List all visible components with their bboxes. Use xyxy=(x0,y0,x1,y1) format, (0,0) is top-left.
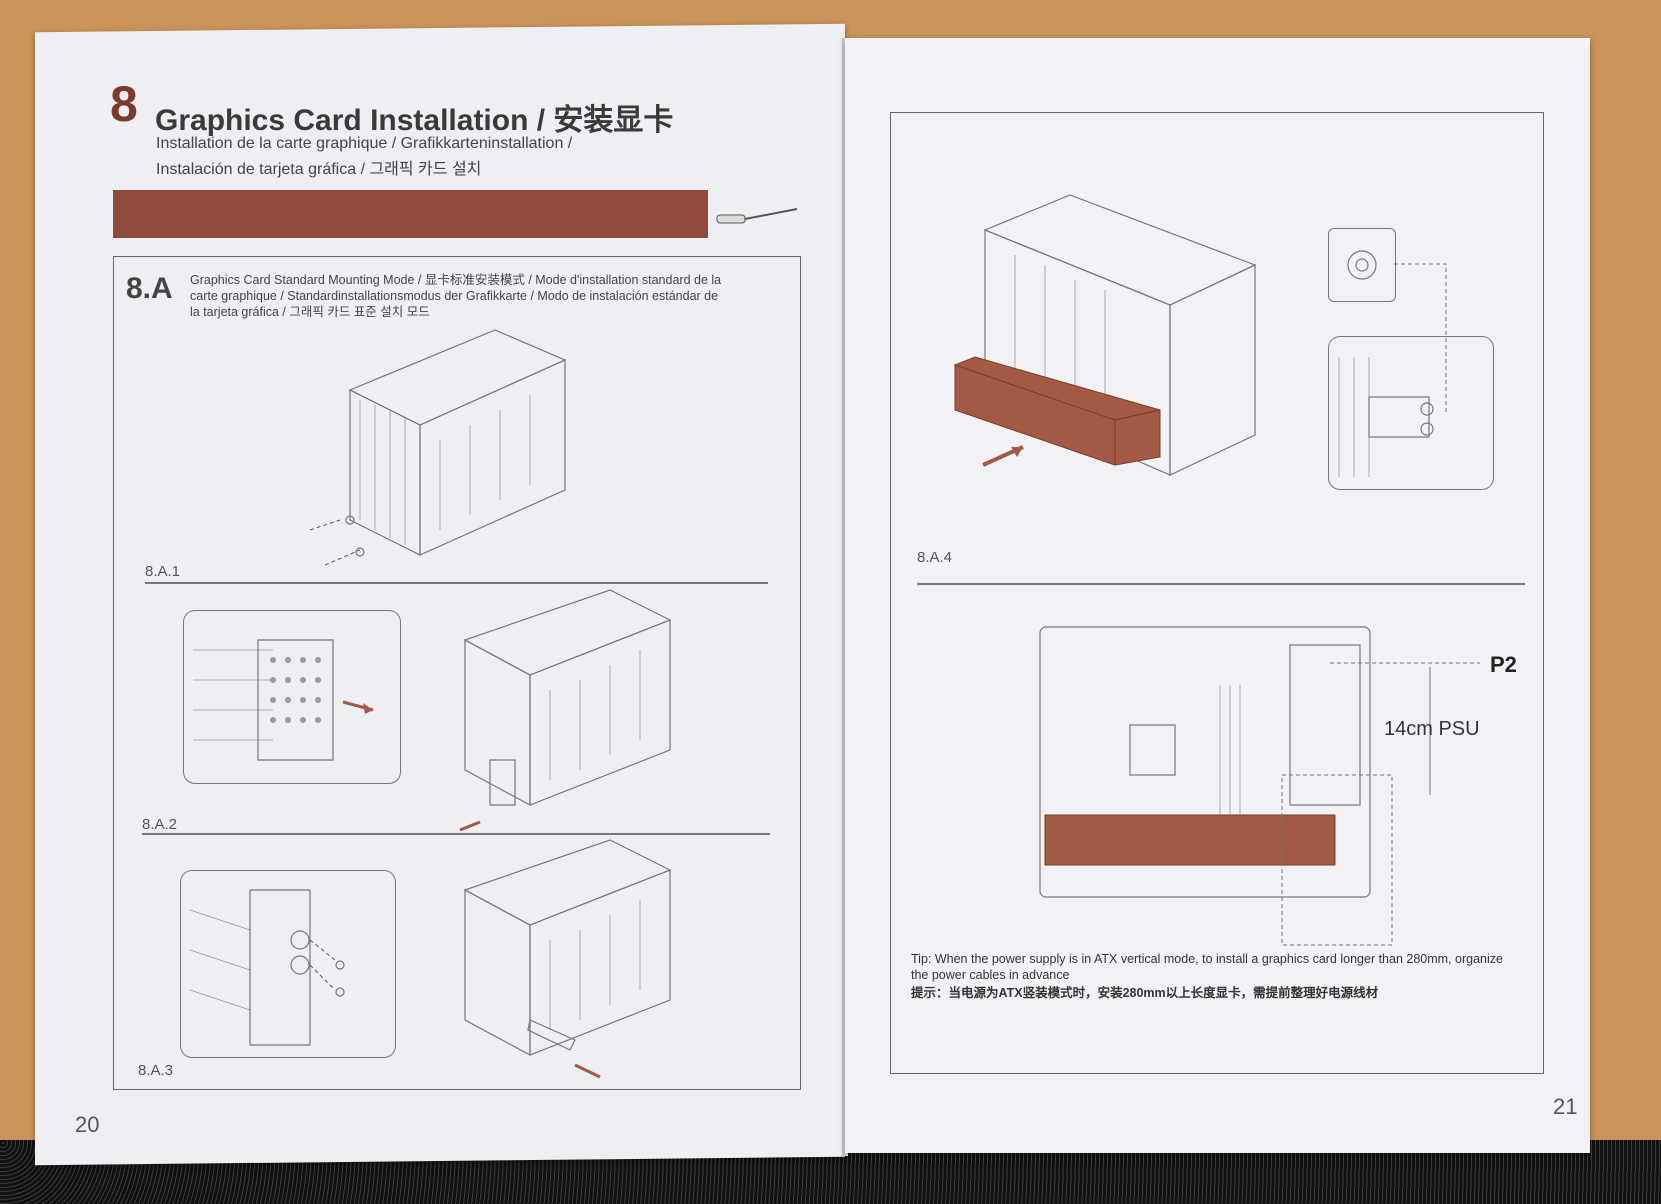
section-number: 8 xyxy=(110,76,138,132)
screw-icon xyxy=(355,547,365,557)
label-p2: P2 xyxy=(1490,652,1517,677)
label-psu-size: 14cm PSU xyxy=(1384,718,1480,740)
case-illustration-step1 xyxy=(309,329,567,566)
screw-icon xyxy=(335,987,345,997)
right-page xyxy=(845,38,1590,1153)
step-label-1: 8.A.1 xyxy=(145,563,181,580)
subsection-desc-2: carte graphique / Standardinstallationsm… xyxy=(190,289,719,303)
divider xyxy=(145,582,768,584)
subtitle-line2: Instalación de tarjeta gráfica / 그래픽 카드 … xyxy=(156,161,482,178)
page-number-left: 20 xyxy=(75,1112,100,1137)
thumbscrew-icon xyxy=(290,930,310,950)
psu-layout-diagram xyxy=(1039,626,1480,946)
screw-icon xyxy=(345,515,355,525)
screwdriver-icon xyxy=(716,208,798,224)
detail-callout-step2 xyxy=(183,610,401,784)
thumbscrew-icon xyxy=(290,955,310,975)
divider xyxy=(142,833,770,835)
thumbscrew-detail-illustration xyxy=(189,889,345,1046)
subsection-desc-3: la tarjeta gráfica / 그래픽 카드 표준 설치 모드 xyxy=(190,305,430,319)
section-title: Graphics Card Installation / 安装显卡 xyxy=(155,104,674,137)
step-label-2: 8.A.2 xyxy=(142,816,178,833)
callout-leader-line xyxy=(1394,263,1447,414)
thumbscrew-icon xyxy=(1328,228,1396,302)
screw-icon xyxy=(335,960,345,970)
case-illustration-step3 xyxy=(463,839,672,1079)
subsection-desc-1: Graphics Card Standard Mounting Mode / 显… xyxy=(190,273,722,287)
right-page-frame xyxy=(890,112,1544,1074)
step-label-3: 8.A.3 xyxy=(138,1062,174,1079)
tip-line-cn: 提示：当电源为ATX竖装模式时，安装280mm以上长度显卡，需提前整理好电源线材 xyxy=(911,986,1379,1000)
bracket-detail-illustration xyxy=(193,639,374,761)
page-number-right: 21 xyxy=(1553,1094,1578,1119)
detail-callout-step3 xyxy=(180,870,396,1058)
subsection-label: 8.A xyxy=(126,272,173,305)
detail-callout-step4 xyxy=(1328,336,1494,490)
divider xyxy=(917,583,1525,585)
step-label-4: 8.A.4 xyxy=(917,549,953,566)
subtitle-line1: Installation de la carte graphique / Gra… xyxy=(156,135,573,152)
case-gpu-illustration xyxy=(953,194,1257,476)
tip-line-en-2: the power cables in advance xyxy=(911,968,1070,982)
graphics-card-top-view xyxy=(1044,814,1336,866)
tip-line-en-1: Tip: When the power supply is in ATX ver… xyxy=(911,952,1503,966)
case-illustration-step2 xyxy=(459,589,672,832)
section-color-bar xyxy=(113,190,708,238)
section-8a-frame xyxy=(113,256,801,1090)
